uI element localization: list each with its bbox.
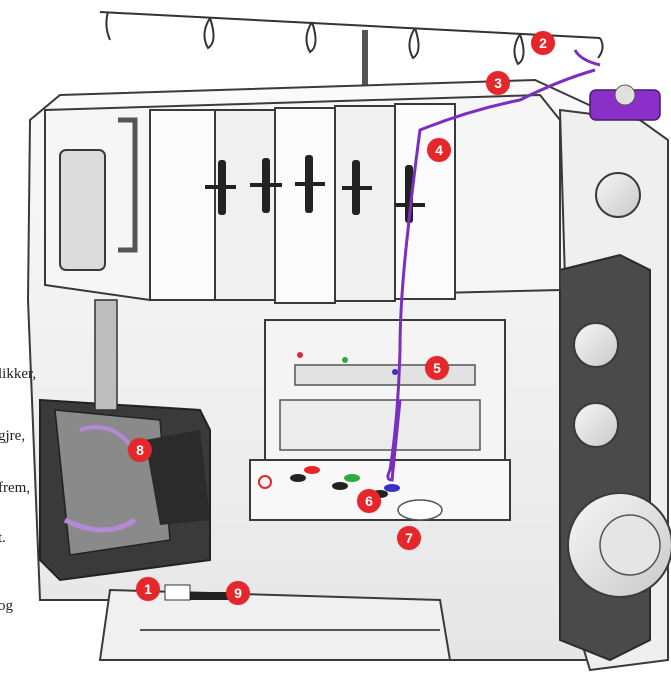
green-dot bbox=[342, 357, 348, 363]
callout-3: 3 bbox=[486, 71, 510, 95]
red-dot bbox=[297, 352, 303, 358]
side-text-2: gjre, bbox=[0, 428, 26, 444]
tension-dial-icon bbox=[205, 155, 425, 223]
callout-8: 8 bbox=[128, 438, 152, 462]
thread-stand bbox=[99, 11, 604, 95]
spool-pin-icon bbox=[589, 84, 661, 121]
upper-cover bbox=[44, 93, 561, 304]
thread-path bbox=[386, 68, 596, 482]
bottom-plate bbox=[98, 584, 452, 661]
callout-1: 1 bbox=[136, 577, 160, 601]
side-text-4: t. bbox=[0, 530, 6, 546]
callout-9: 9 bbox=[226, 581, 250, 605]
purple-dot bbox=[392, 369, 398, 375]
side-text-1: likker, bbox=[0, 366, 37, 382]
side-text-3: frem, bbox=[0, 480, 31, 496]
callout-6: 6 bbox=[357, 489, 381, 513]
side-text-5: og bbox=[0, 598, 13, 614]
callout-5: 5 bbox=[425, 356, 449, 380]
callout-4: 4 bbox=[427, 138, 451, 162]
handwheel-icon bbox=[567, 492, 671, 598]
callout-7: 7 bbox=[397, 526, 421, 550]
callout-2: 2 bbox=[531, 31, 555, 55]
tension-dots bbox=[290, 352, 400, 498]
right-controls bbox=[567, 172, 671, 598]
